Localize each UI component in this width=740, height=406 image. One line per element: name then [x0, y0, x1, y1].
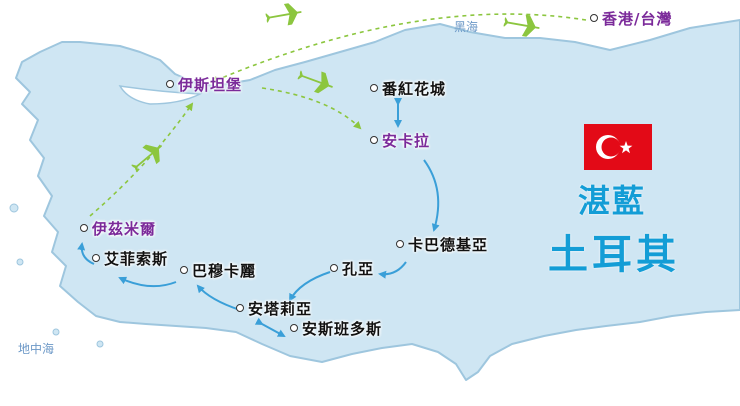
- map-title-line1: 湛藍: [578, 182, 647, 220]
- city-label: 番紅花城: [382, 80, 447, 98]
- airplane-icon: [264, 1, 304, 29]
- city-aspendos: 安斯班多斯: [290, 322, 382, 337]
- city-dot-icon: [396, 240, 404, 248]
- city-safranbolu: 番紅花城: [370, 82, 446, 97]
- city-dot-icon: [290, 324, 298, 332]
- island: [16, 258, 24, 266]
- city-dot-icon: [370, 136, 378, 144]
- flight-path-izmir-istanbul: [89, 102, 194, 217]
- city-konya: 孔亞: [330, 262, 374, 277]
- city-dot-icon: [166, 80, 174, 88]
- mediterranean-label: 地中海: [18, 342, 55, 356]
- city-label: 巴穆卡麗: [192, 262, 257, 280]
- city-dot-icon: [330, 264, 338, 272]
- city-izmir: 伊茲米爾: [80, 222, 156, 237]
- city-hongkong-taiwan: 香港/台灣: [590, 12, 672, 27]
- city-label: 伊茲米爾: [92, 220, 157, 238]
- city-label: 安斯班多斯: [302, 320, 383, 338]
- city-dot-icon: [180, 266, 188, 274]
- black-sea-label: 黑海: [454, 20, 479, 34]
- city-dot-icon: [370, 84, 378, 92]
- route-antalya-pamukkale: [196, 284, 241, 311]
- island: [52, 328, 60, 336]
- flight-path-hongkong-istanbul: [210, 13, 587, 84]
- route-konya-antalya: [289, 271, 331, 302]
- city-cappadocia: 卡巴德基亞: [396, 238, 488, 253]
- city-label: 艾菲索斯: [104, 250, 169, 268]
- sea-of-marmara: [118, 85, 203, 105]
- city-dot-icon: [92, 254, 100, 262]
- city-dot-icon: [590, 14, 598, 22]
- route-pamukkale-ephesus: [118, 276, 177, 288]
- city-label: 伊斯坦堡: [178, 76, 243, 94]
- route-ephesus-izmir: [77, 242, 95, 265]
- city-label: 香港/台灣: [602, 10, 673, 28]
- map-title-line2: 土耳其: [548, 232, 680, 278]
- city-dot-icon: [236, 304, 244, 312]
- island: [9, 203, 19, 213]
- city-label: 卡巴德基亞: [408, 236, 489, 254]
- city-istanbul: 伊斯坦堡: [166, 78, 242, 93]
- route-ankara-cappadocia: [423, 159, 440, 232]
- city-antalya: 安塔莉亞: [236, 302, 312, 317]
- city-dot-icon: [80, 224, 88, 232]
- city-label: 安塔莉亞: [248, 300, 313, 318]
- city-pamukkale: 巴穆卡麗: [180, 264, 256, 279]
- route-antalya-aspendos: [254, 317, 286, 337]
- city-label: 安卡拉: [382, 132, 431, 150]
- route-cappadocia-konya: [378, 261, 407, 279]
- turkey-flag-icon: [584, 124, 652, 170]
- flight-path-istanbul-ankara: [261, 87, 362, 130]
- city-ankara: 安卡拉: [370, 134, 430, 149]
- city-ephesus: 艾菲索斯: [92, 252, 168, 267]
- city-label: 孔亞: [342, 260, 375, 278]
- island: [96, 340, 104, 348]
